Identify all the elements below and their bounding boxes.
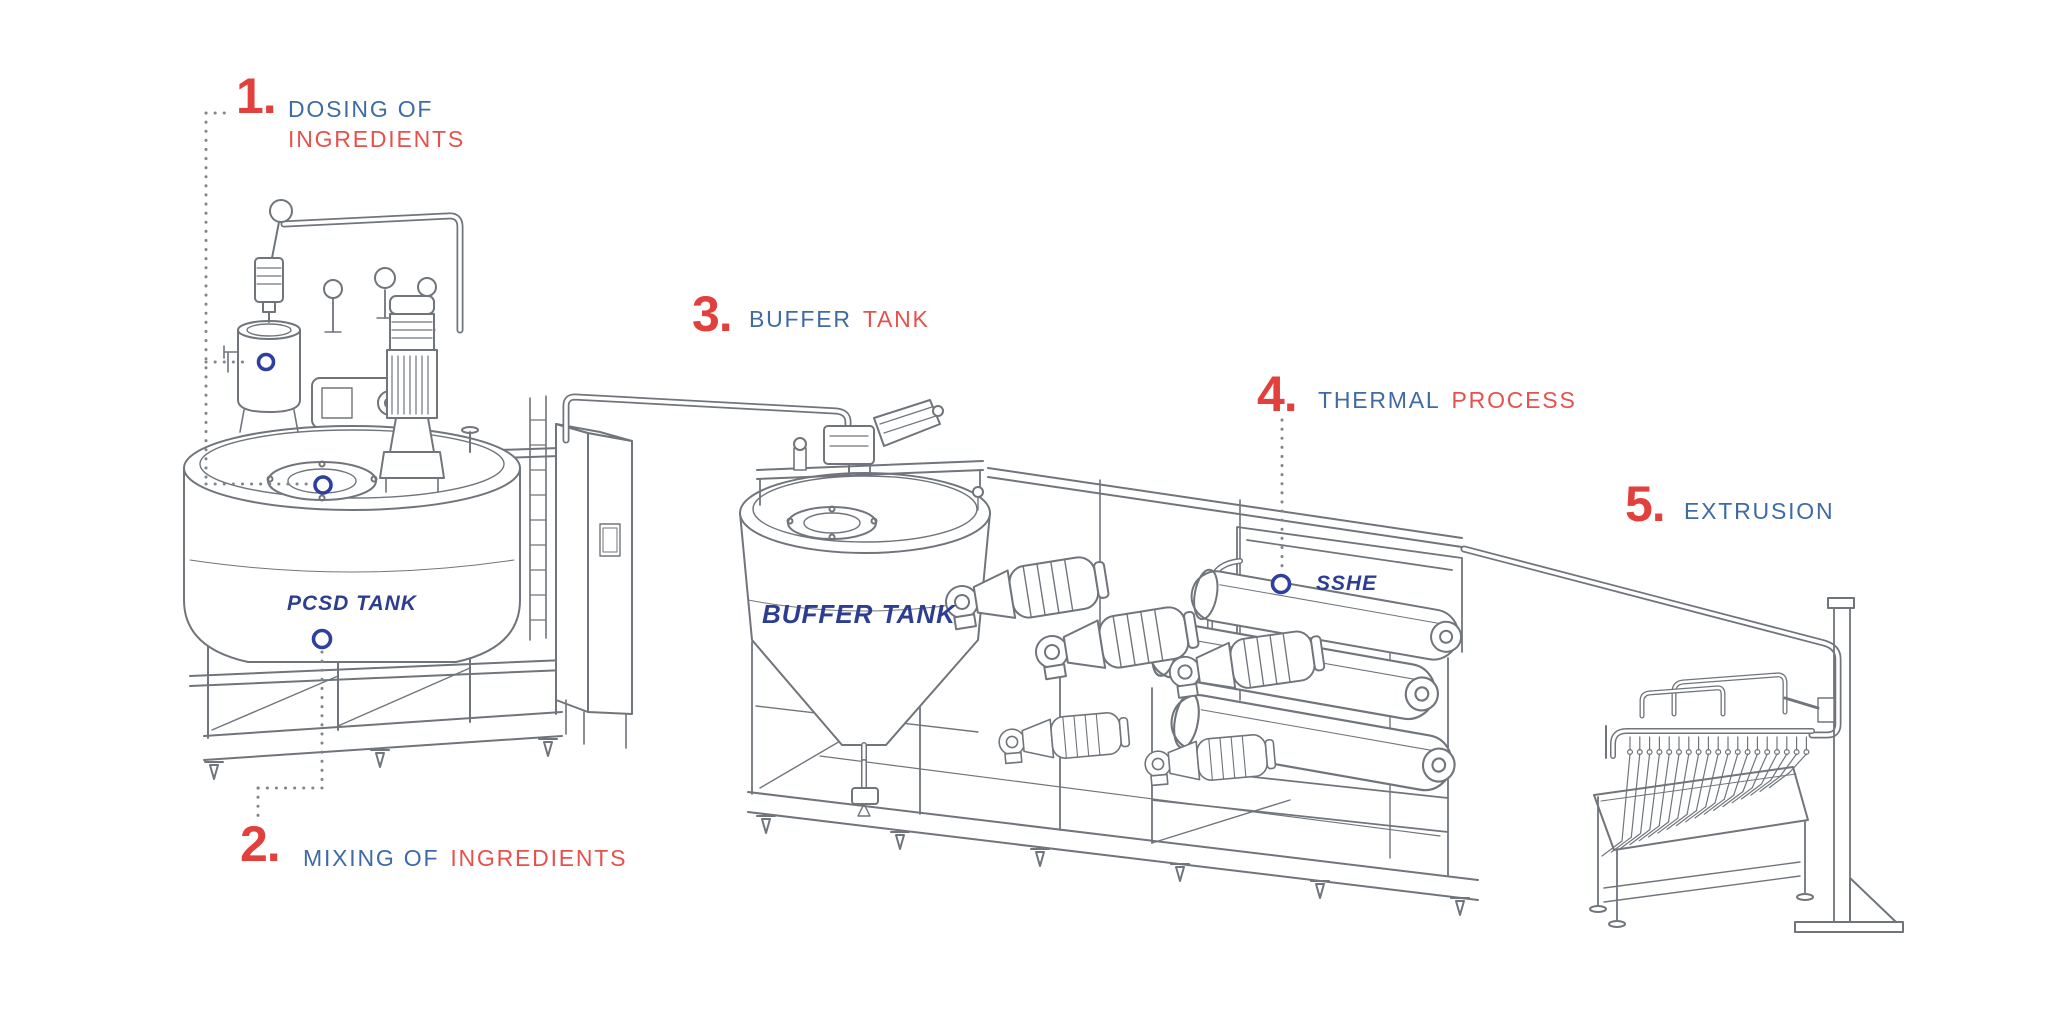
marker-tank-manhole bbox=[313, 475, 333, 495]
marker-sshe bbox=[1270, 573, 1292, 595]
equipment-label-buffer-tank: BUFFER TANK bbox=[762, 599, 956, 629]
step-1-number: 1. bbox=[236, 68, 277, 124]
thermal-process-drawing bbox=[941, 552, 1467, 796]
step-1-text-blue: DOSING OF bbox=[288, 96, 434, 122]
step-1-label: DOSING OF INGREDIENTS bbox=[288, 94, 465, 154]
marker-pcsd-tank bbox=[311, 628, 333, 650]
step-2-number: 2. bbox=[240, 816, 281, 872]
step-2-text-red: INGREDIENTS bbox=[450, 845, 628, 871]
step-4-text-blue: THERMAL bbox=[1318, 387, 1441, 413]
markers bbox=[256, 352, 1292, 650]
transfer-pipe-extrusion bbox=[1460, 545, 1842, 739]
step-3-text-blue: BUFFER bbox=[749, 306, 852, 332]
marker-dosing-tank bbox=[256, 352, 276, 372]
extrusion-unit-drawing bbox=[1589, 597, 1904, 933]
step-3-label: BUFFER TANK bbox=[749, 306, 930, 333]
step-4-text-red: PROCESS bbox=[1451, 387, 1577, 413]
step-3-number: 3. bbox=[692, 286, 733, 342]
step-5-label: EXTRUSION bbox=[1684, 498, 1834, 525]
step-2-label: MIXING OF INGREDIENTS bbox=[303, 845, 627, 872]
equipment-label-sshe: SSHE bbox=[1316, 572, 1378, 595]
step-4-label: THERMAL PROCESS bbox=[1318, 387, 1577, 414]
step-5-text-blue: EXTRUSION bbox=[1684, 498, 1835, 524]
equipment-label-pcsd-tank: PCSD TANK bbox=[287, 592, 417, 615]
transfer-pipe-buffer bbox=[562, 393, 852, 450]
step-5-number: 5. bbox=[1625, 476, 1666, 532]
step-4-number: 4. bbox=[1257, 366, 1298, 422]
mixing-unit-drawing bbox=[183, 199, 633, 780]
step-2-text-blue: MIXING OF bbox=[303, 845, 440, 871]
step-3-text-red: TANK bbox=[862, 306, 930, 332]
step-1-text-red: INGREDIENTS bbox=[288, 126, 465, 152]
leader-lines bbox=[204, 111, 1284, 820]
